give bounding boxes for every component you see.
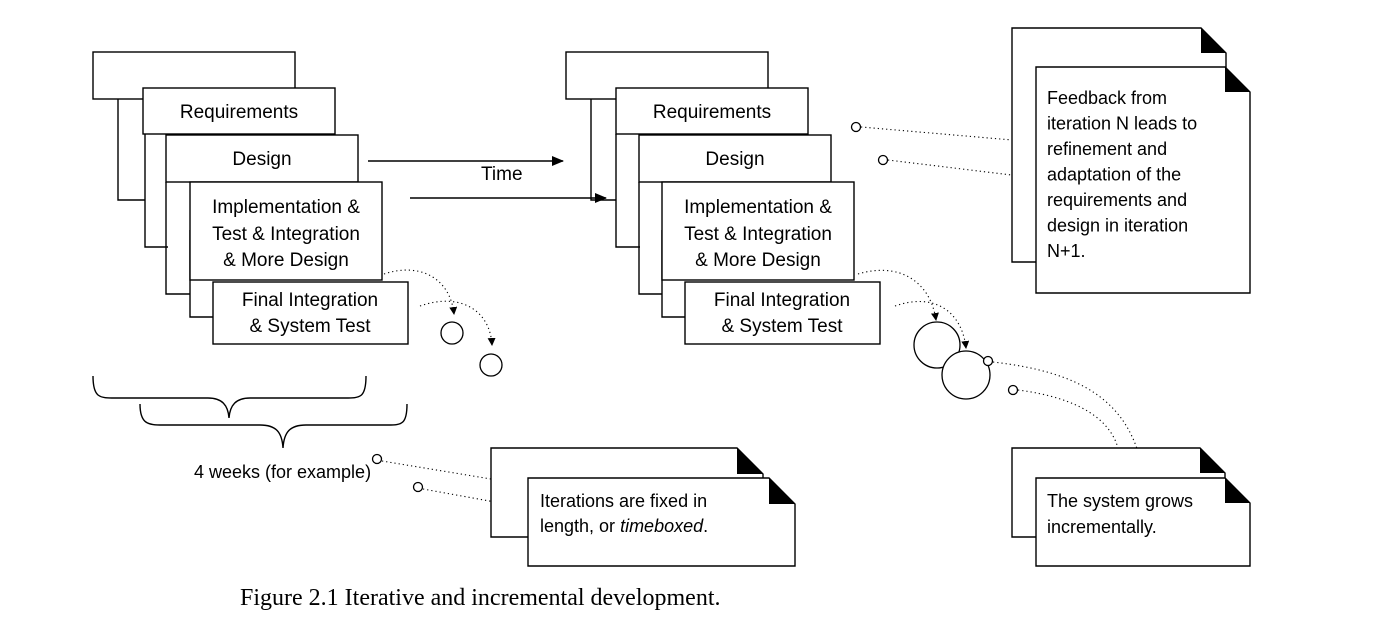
stair-connector	[144, 134, 168, 248]
final-integration-label-line2: & System Test	[721, 316, 843, 337]
note-anchor-dot	[371, 453, 383, 465]
design-label: Design	[232, 149, 291, 170]
timebox-note-line1: Iterations are fixed in	[540, 491, 707, 511]
brace-lower	[139, 403, 408, 449]
note-system-grows: The system grows incrementally.	[982, 355, 1251, 567]
implementation-label-line3: & More Design	[695, 250, 821, 271]
note-pointer-line	[860, 126, 1013, 141]
feedback-note-line: Feedback from	[1047, 88, 1167, 108]
requirements-box	[142, 87, 336, 135]
note-pointer-line	[1017, 389, 1119, 449]
increment-circle-2	[479, 353, 503, 377]
note-anchor-dot	[850, 121, 862, 133]
feedback-note-line: iteration N leads to	[1047, 114, 1197, 134]
page-fold-corner	[1201, 28, 1226, 53]
feedback-note-line: design in iteration	[1047, 216, 1188, 236]
note-timeboxed: Iterations are fixed in length, or timeb…	[371, 447, 796, 567]
stair-connector	[615, 134, 640, 248]
final-integration-label-line1: Final Integration	[242, 290, 378, 311]
output-arrow	[419, 300, 496, 346]
timebox-note-line2: length, or timeboxed.	[540, 516, 708, 536]
implementation-label-line2: Test & Integration	[212, 224, 360, 245]
final-integration-box	[684, 281, 881, 345]
stair-connector	[590, 99, 616, 201]
note-anchor-dot	[982, 355, 994, 367]
iteration-2: Requirements Design Implementation & Tes…	[565, 51, 991, 400]
output-arrow	[894, 301, 970, 349]
page-fold-corner	[1225, 478, 1250, 503]
note-feedback: Feedback from iteration N leads to refinem…	[850, 27, 1251, 294]
brace-upper	[92, 375, 367, 419]
note-anchor-dot	[1007, 384, 1019, 396]
timebox-note-suffix: .	[703, 516, 708, 536]
stair-connector	[638, 182, 662, 295]
page-fold-corner	[769, 478, 795, 504]
page-fold-corner	[737, 448, 763, 474]
duration-label: 4 weeks (for example)	[194, 462, 371, 482]
final-integration-label-line2: & System Test	[249, 316, 371, 337]
implementation-label-line1: Implementation &	[684, 197, 832, 218]
grows-note-line2: incrementally.	[1047, 517, 1157, 537]
page-fold-corner	[1200, 448, 1225, 473]
note-pointer-line	[381, 460, 492, 480]
design-label: Design	[705, 149, 764, 170]
implementation-label-line3: & More Design	[223, 250, 349, 271]
stair-connector	[117, 99, 145, 201]
iteration-1: Requirements Design Implementation & Tes…	[92, 51, 503, 377]
feedback-note-line: adaptation of the	[1047, 165, 1181, 185]
implementation-box	[661, 181, 855, 281]
note-front-page	[1035, 66, 1251, 294]
timebox-note-prefix: length, or	[540, 516, 620, 536]
implementation-label-line1: Implementation &	[212, 197, 360, 218]
note-front-page	[527, 477, 796, 567]
output-arrow	[857, 269, 939, 321]
time-label: Time	[481, 164, 523, 185]
note-anchor-dot	[412, 481, 424, 493]
requirements-box	[615, 87, 809, 135]
stair-connector	[165, 182, 190, 295]
increment-circle-2	[941, 350, 991, 400]
feedback-note-text: Feedback from iteration N leads to refinem…	[1047, 88, 1197, 261]
page-fold-corner	[1225, 67, 1250, 92]
feedback-note-line: refinement and	[1047, 139, 1167, 159]
increment-circle-1	[440, 321, 464, 345]
implementation-box	[189, 181, 383, 281]
timebox-note-italic: timeboxed	[620, 516, 704, 536]
final-integration-box	[212, 281, 409, 345]
note-front-page	[1035, 477, 1251, 567]
requirements-label: Requirements	[180, 102, 298, 123]
final-integration-label-line1: Final Integration	[714, 290, 850, 311]
grows-note-line1: The system grows	[1047, 491, 1193, 511]
feedback-note-line: requirements and	[1047, 190, 1187, 210]
increment-circle-1	[913, 321, 961, 369]
note-anchor-dot	[877, 154, 889, 166]
feedback-note-line: N+1.	[1047, 241, 1086, 261]
requirements-label: Requirements	[653, 102, 771, 123]
implementation-label-line2: Test & Integration	[684, 224, 832, 245]
figure-caption: Figure 2.1 Iterative and incremental dev…	[240, 585, 721, 611]
